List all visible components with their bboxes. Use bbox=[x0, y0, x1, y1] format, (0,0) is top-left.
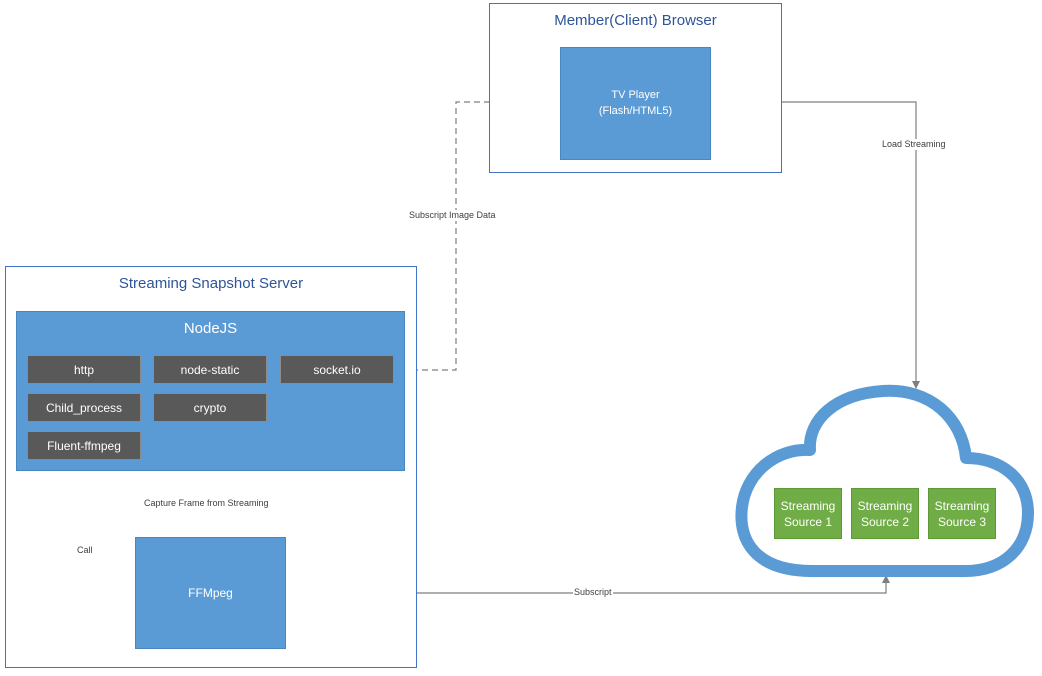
subscript-connector bbox=[286, 575, 890, 594]
ffmpeg-box: FFMpeg bbox=[135, 537, 286, 649]
streaming-source-2-line1: Streaming bbox=[857, 498, 913, 513]
streaming-source-3-line1: Streaming bbox=[934, 498, 990, 513]
tv-player-label-line1: TV Player bbox=[611, 89, 660, 101]
load-streaming-label: Load Streaming bbox=[881, 139, 947, 150]
streaming-source-1-line1: Streaming bbox=[780, 498, 836, 513]
tv-player-box: TV Player (Flash/HTML5) bbox=[560, 47, 711, 160]
snapshot-server-title: Streaming Snapshot Server bbox=[118, 275, 304, 292]
subscript-image-data-label: Subscript Image Data bbox=[408, 210, 497, 221]
module-node-static: node-static bbox=[153, 355, 267, 384]
module-socket-io: socket.io bbox=[280, 355, 394, 384]
streaming-source-3: Streaming Source 3 bbox=[928, 488, 996, 539]
tv-player-label-line2: (Flash/HTML5) bbox=[598, 105, 673, 117]
module-fluent-ffmpeg: Fluent-ffmpeg bbox=[27, 431, 141, 460]
streaming-source-1: Streaming Source 1 bbox=[774, 488, 842, 539]
nodejs-container: NodeJS bbox=[16, 311, 405, 471]
streaming-source-2-line2: Source 2 bbox=[860, 514, 910, 529]
streaming-source-3-line2: Source 3 bbox=[937, 514, 987, 529]
module-child-process: Child_process bbox=[27, 393, 141, 422]
capture-frame-label: Capture Frame from Streaming bbox=[143, 498, 270, 509]
subscript-label: Subscript bbox=[573, 587, 613, 598]
streaming-source-2: Streaming Source 2 bbox=[851, 488, 919, 539]
nodejs-title: NodeJS bbox=[183, 320, 238, 337]
module-crypto: crypto bbox=[153, 393, 267, 422]
client-browser-title: Member(Client) Browser bbox=[554, 12, 717, 29]
streaming-source-1-line2: Source 1 bbox=[783, 514, 833, 529]
call-label: Call bbox=[76, 545, 94, 556]
module-http: http bbox=[27, 355, 141, 384]
ffmpeg-label: FFMpeg bbox=[188, 586, 233, 600]
